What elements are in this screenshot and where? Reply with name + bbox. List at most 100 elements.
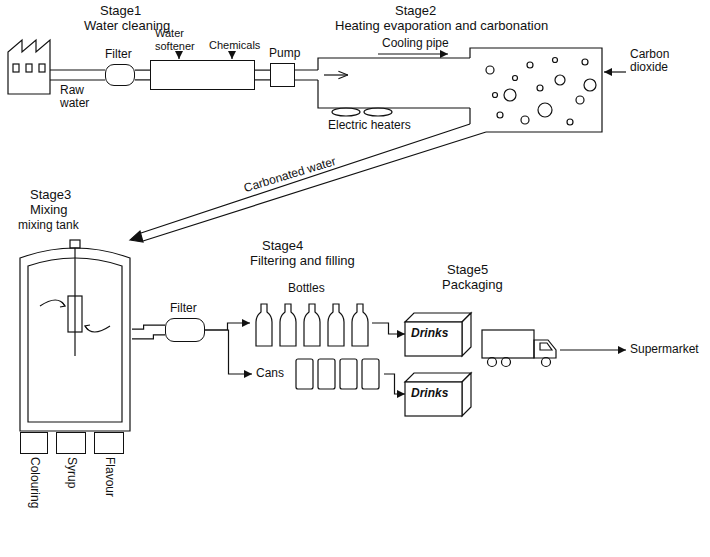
filter-box: Filter [105, 64, 135, 86]
pipe-arrowhead [130, 231, 143, 242]
callout-label: Carbonated water [242, 155, 337, 195]
node-label: Chemicals [209, 39, 260, 52]
pipe-bore [132, 330, 165, 334]
truck-wheel [542, 358, 551, 367]
node-label: Filter [170, 302, 197, 315]
node-label: Cans [256, 367, 284, 380]
stage-heading: Stage2 [395, 3, 436, 18]
bubble [497, 112, 503, 118]
pipe-wall [135, 70, 150, 81]
bubble [538, 103, 552, 117]
stirrer-paddle [68, 296, 82, 332]
carbonation-tank [470, 48, 602, 132]
bubble [553, 58, 558, 63]
electric-heater [332, 108, 360, 116]
arrow-line [384, 374, 405, 394]
truck-cab [534, 340, 556, 358]
ingredient-container: Syrup [56, 432, 86, 454]
bottle [352, 304, 368, 346]
node-label: Drinks [411, 327, 448, 340]
stirring-arrow [60, 302, 65, 307]
bottle [328, 304, 344, 346]
bubble [582, 59, 588, 65]
ingredient-container: Colouring [20, 432, 48, 454]
mixing-tank: mixing tank [18, 236, 132, 432]
box-top [405, 373, 471, 382]
stage-heading: Packaging [442, 277, 503, 292]
heating-chamber [318, 58, 470, 108]
can-group: Cans [252, 356, 384, 392]
callout-label: Cooling pipe [382, 37, 449, 50]
drinks-box: Drinks [405, 372, 471, 416]
stage-heading: Stage4 [262, 238, 303, 253]
input-arrow [178, 51, 179, 59]
arrow-line [372, 323, 405, 334]
pipe-bore [255, 71, 270, 80]
bubble [584, 79, 596, 91]
flow-arrow [384, 374, 405, 394]
stirrer-shaft [74, 248, 75, 356]
box-side [462, 313, 471, 356]
tank-motor [70, 240, 80, 248]
factory-window [13, 64, 19, 72]
factory-window [39, 64, 45, 72]
node-label: Drinks [411, 387, 448, 400]
tank-wall [20, 248, 130, 431]
bottle [304, 304, 320, 346]
node-label: Colouring [28, 457, 41, 508]
callout-label: Supermarket [630, 343, 699, 356]
filter-box: Filter [165, 318, 205, 342]
stirring-arrow [85, 325, 90, 330]
pipe-connector [132, 330, 165, 334]
node-label: Bottles [288, 282, 325, 295]
bubble [493, 93, 498, 98]
stirring-arrow [85, 326, 110, 332]
feed-pipe [295, 70, 318, 80]
stirring-arrow [40, 300, 65, 306]
can [318, 359, 335, 389]
truck-wheel [488, 358, 497, 367]
flow-arrow [324, 74, 348, 75]
node-label: Pump [269, 47, 300, 60]
box-front [405, 382, 462, 416]
callout-label: Raw water [60, 84, 98, 110]
pipe-wall [255, 70, 270, 81]
stage-heading: Water cleaning [84, 18, 170, 33]
stage-heading: Filtering and filling [250, 253, 355, 268]
bottle [280, 304, 296, 346]
can [296, 359, 313, 389]
node-label: Filter [105, 48, 132, 61]
stage-heading: Heating evaporation and carbonation [335, 18, 548, 33]
drinks-box: Drinks [405, 312, 471, 356]
pipe-bore [135, 71, 150, 80]
node-label: Syrup [65, 457, 78, 488]
callout-label: Carbon dioxide [630, 48, 692, 74]
delivery-arrow [560, 349, 626, 350]
flow-arrow [205, 330, 252, 374]
bottles-outline [250, 298, 372, 348]
cooling-arrow [378, 53, 448, 54]
truck-trailer [482, 330, 534, 358]
factory-window [26, 64, 32, 72]
bubble [504, 89, 516, 101]
flow-arrow [372, 323, 405, 334]
node-label: mixing tank [18, 219, 79, 232]
truck-wheel [502, 358, 511, 367]
input-arrow [231, 51, 232, 59]
pump-box: Pump [270, 63, 295, 87]
bubble [555, 75, 565, 85]
bubble [576, 96, 584, 104]
factory-building [8, 40, 50, 94]
bubble [537, 85, 543, 91]
can [340, 359, 357, 389]
stage-heading: Mixing [30, 202, 68, 217]
box-side [462, 373, 471, 416]
callout-label: Electric heaters [328, 119, 411, 132]
bubble [521, 116, 529, 124]
pipe-wall [132, 330, 165, 334]
box-top [405, 313, 471, 322]
bubble [513, 76, 518, 81]
ingredient-container: Flavour [94, 432, 124, 454]
carbonated-water-pipe [141, 124, 486, 241]
flow-arrow [205, 323, 250, 330]
